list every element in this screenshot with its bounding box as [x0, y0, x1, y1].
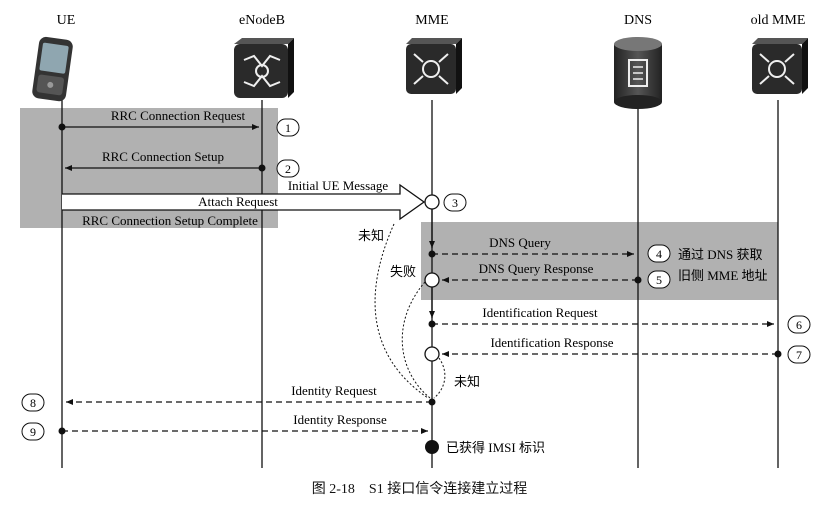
msg-rrc-connection-request: RRC Connection Request: [58, 108, 259, 131]
ue-phone-icon: [32, 36, 73, 102]
branch-id-response-dotted: [433, 357, 446, 399]
initial-ue-message-arrow: [62, 183, 426, 221]
branch-failure-dotted: [401, 281, 431, 399]
msg-rrc-connection-setup: RRC Connection Setup: [65, 149, 266, 172]
annotation-imsi-obtained: 已获得 IMSI 标识: [446, 440, 545, 455]
svg-text:RRC Connection Setup: RRC Connection Setup: [102, 149, 224, 164]
svg-text:1: 1: [285, 121, 291, 135]
svg-text:RRC Connection Request: RRC Connection Request: [111, 108, 246, 123]
mme-identification-response-node: [424, 346, 440, 362]
svg-text:6: 6: [796, 318, 802, 332]
enodeb-icon: [234, 38, 294, 98]
entity-ue: UE: [57, 13, 76, 28]
figure-caption: 图 2-18 S1 接口信令连接建立过程: [311, 482, 528, 497]
mme-imsi-node: [425, 440, 439, 454]
entity-old-mme: old MME: [751, 13, 806, 28]
step-badge-7: 7: [787, 345, 811, 364]
msg-initial-ue-message: Initial UE Message: [288, 178, 389, 193]
msg-dns-query: DNS Query: [428, 209, 634, 258]
msg-rrc-connection-setup-complete: RRC Connection Setup Complete: [82, 213, 258, 228]
annotation-dns-note-line1: 通过 DNS 获取: [678, 247, 763, 262]
svg-text:5: 5: [656, 273, 662, 287]
step-badge-1: 1: [276, 118, 300, 137]
step-badge-2: 2: [276, 159, 300, 178]
step-badge-4: 4: [647, 244, 671, 263]
annotation-dns-note-line2: 旧侧 MME 地址: [678, 268, 768, 283]
step-badge-6: 6: [787, 315, 811, 334]
entity-enodeb: eNodeB: [239, 13, 285, 28]
msg-dns-query-response: DNS Query Response: [442, 261, 642, 284]
svg-text:Identity Response: Identity Response: [293, 412, 387, 427]
svg-text:4: 4: [656, 247, 662, 261]
svg-text:9: 9: [30, 425, 36, 439]
step-badge-3: 3: [443, 193, 467, 212]
dns-shaded-region: [421, 222, 778, 300]
mme-dns-response-node: [424, 272, 440, 288]
dns-database-icon: [614, 37, 662, 109]
branch-unknown-dotted: [374, 223, 429, 399]
svg-text:3: 3: [452, 196, 458, 210]
annotation-failure: 失败: [390, 264, 416, 279]
mme-attach-node: [424, 194, 440, 210]
msg-attach-request: Attach Request: [198, 194, 278, 209]
svg-text:2: 2: [285, 162, 291, 176]
svg-text:Identification Request: Identification Request: [482, 305, 598, 320]
svg-text:Identity Request: Identity Request: [291, 383, 377, 398]
msg-identity-response: Identity Response: [58, 412, 428, 435]
entity-dns: DNS: [624, 13, 652, 28]
svg-text:Identification Response: Identification Response: [490, 335, 613, 350]
step-badge-5: 5: [647, 270, 671, 289]
entity-mme: MME: [415, 13, 448, 28]
step-badge-8: 8: [21, 393, 45, 412]
annotation-unknown-1: 未知: [358, 228, 384, 243]
msg-identity-request: Identity Request: [66, 383, 436, 406]
annotation-unknown-2: 未知: [454, 374, 480, 389]
svg-text:8: 8: [30, 396, 36, 410]
old-mme-icon: [752, 38, 808, 94]
svg-text:DNS Query Response: DNS Query Response: [479, 261, 594, 276]
svg-text:7: 7: [796, 348, 802, 362]
msg-identification-response: Identification Response: [442, 335, 782, 358]
step-badge-9: 9: [21, 422, 45, 441]
mme-icon: [406, 38, 462, 94]
msg-identification-request: Identification Request: [428, 287, 774, 328]
svg-text:DNS Query: DNS Query: [489, 235, 551, 250]
